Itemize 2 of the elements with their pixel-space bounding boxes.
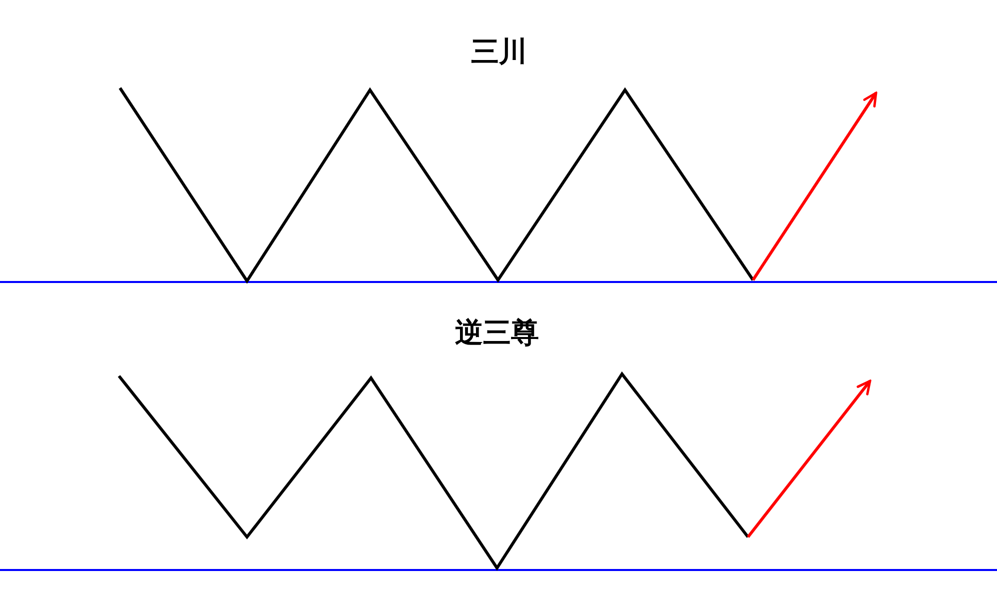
- panel-title: 逆三尊: [455, 316, 539, 350]
- panel-title: 三川: [471, 35, 527, 69]
